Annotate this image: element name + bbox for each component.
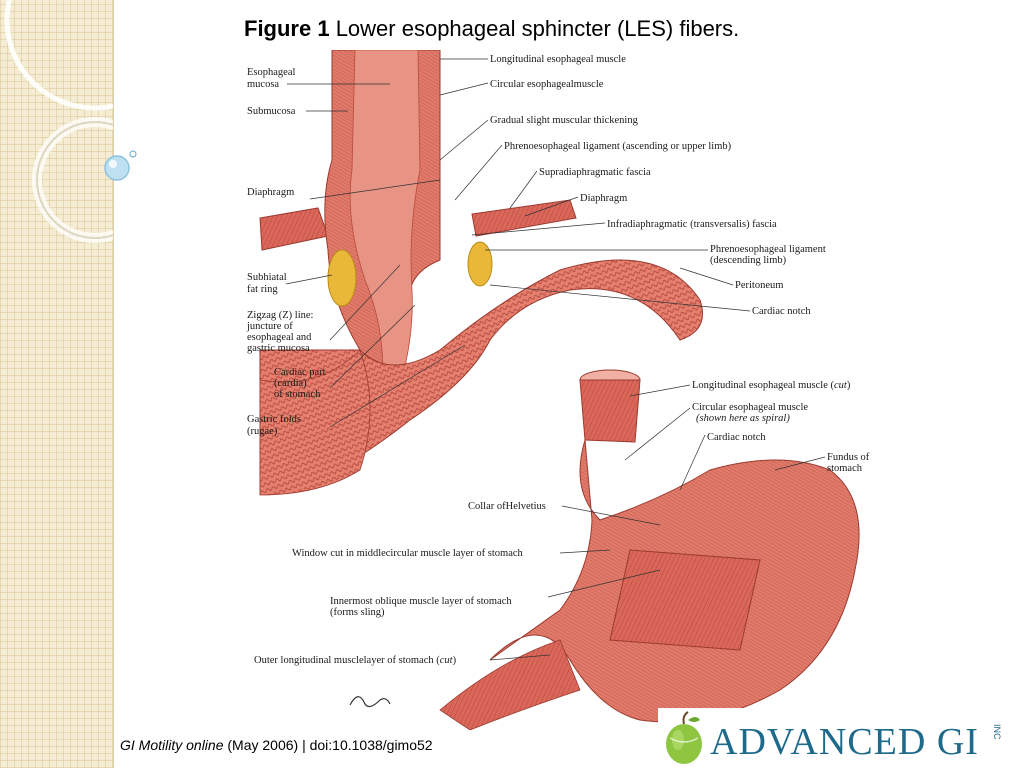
label-esophageal-mucosa: Esophageal [247, 67, 295, 78]
labels-right: Longitudinal esophageal muscle Circular … [490, 54, 826, 317]
label-diaphragm-left: Diaphragm [247, 187, 294, 198]
label-fundus-2: stomach [827, 463, 863, 474]
label-diaphragm-right: Diaphragm [580, 193, 627, 204]
label-supradiaphragmatic: Supradiaphragmatic fascia [539, 167, 651, 178]
artist-signature [349, 696, 391, 708]
label-cardiac-notch-top: Cardiac notch [752, 306, 811, 317]
decorative-sidebar [0, 0, 114, 768]
label-circular-spiral-note: (shown here as spiral) [696, 413, 790, 424]
figure-number: Figure 1 [244, 16, 330, 41]
label-cardia-2: (cardia) [274, 378, 307, 389]
stomach-muscle-section [439, 369, 860, 730]
label-phreno-lower-2: (descending limb) [710, 255, 787, 266]
label-zline: Zigzag (Z) line: [247, 310, 314, 321]
label-zline-4: gastric mucosa [247, 343, 310, 354]
label-outer-longitudinal: Outer longitudinal musclelayer of stomac… [254, 655, 457, 666]
label-subhiatal: Subhiatal [247, 272, 287, 283]
label-fundus: Fundus of [827, 452, 870, 463]
label-window-cut: Window cut in middlecircular muscle laye… [292, 548, 524, 559]
label-collar-helvetius: Collar ofHelvetius [468, 501, 546, 512]
label-longitudinal-cut-b: cut [834, 380, 848, 391]
label-outer-longitudinal-c: ) [453, 655, 457, 666]
logo-inc: INC [992, 724, 1002, 740]
figure-caption: Lower esophageal sphincter (LES) fibers. [329, 16, 740, 41]
label-longitudinal-cut-c: ) [847, 380, 851, 391]
citation: GI Motility online (May 2006) | doi:10.1… [120, 737, 433, 753]
labels-left: Esophageal mucosa Submucosa Diaphragm Su… [246, 67, 326, 437]
label-zline-2: juncture of [246, 321, 293, 332]
label-circular-muscle: Circular esophagealmuscle [490, 79, 604, 90]
label-gastric-folds: Gastric folds [247, 414, 301, 425]
label-cardia: Cardiac part [274, 367, 326, 378]
label-innermost-oblique: Innermost oblique muscle layer of stomac… [330, 596, 512, 607]
label-peritoneum: Peritoneum [735, 280, 783, 291]
esophagus-section [259, 50, 703, 496]
labels-lower: Longitudinal esophageal muscle (cut) Cir… [254, 380, 870, 666]
label-outer-longitudinal-b: cut [440, 655, 454, 666]
label-cardiac-notch-bottom: Cardiac notch [707, 432, 766, 443]
label-esophageal-mucosa-2: mucosa [247, 79, 279, 90]
label-outer-longitudinal-a: Outer longitudinal musclelayer of stomac… [254, 655, 440, 666]
label-innermost-oblique-2: (forms sling) [330, 607, 385, 618]
figure-title: Figure 1 Lower esophageal sphincter (LES… [244, 16, 739, 42]
label-longitudinal-cut-a: Longitudinal esophageal muscle ( [692, 380, 835, 391]
label-zline-3: esophageal and [247, 332, 312, 343]
label-gradual-thickening: Gradual slight muscular thickening [490, 115, 639, 126]
les-anatomy-figure: Esophageal mucosa Submucosa Diaphragm Su… [246, 50, 870, 730]
label-gastric-folds-2: (rugae) [247, 426, 278, 437]
label-phreno-upper: Phrenoesophageal ligament (ascending or … [504, 141, 732, 152]
logo-text: ADVANCED GI [710, 721, 979, 763]
apple-icon [666, 711, 702, 764]
advanced-gi-logo: ADVANCED GI INC [658, 708, 1024, 768]
citation-journal: GI Motility online [120, 737, 224, 753]
label-submucosa: Submucosa [247, 106, 296, 117]
label-infradiaphragmatic: Infradiaphragmatic (transversalis) fasci… [607, 219, 777, 230]
label-phreno-lower: Phrenoesophageal ligament [710, 244, 826, 255]
label-longitudinal-cut: Longitudinal esophageal muscle (cut) [692, 380, 851, 391]
decorative-rings [4, 0, 113, 243]
label-cardia-3: of stomach [274, 389, 321, 400]
label-circular-spiral: Circular esophageal muscle [692, 402, 808, 413]
decorative-bubbles [104, 150, 137, 181]
label-longitudinal-muscle: Longitudinal esophageal muscle [490, 54, 626, 65]
leader-lines [285, 58, 826, 661]
label-subhiatal-2: fat ring [247, 284, 278, 295]
citation-details: (May 2006) | doi:10.1038/gimo52 [223, 737, 433, 753]
